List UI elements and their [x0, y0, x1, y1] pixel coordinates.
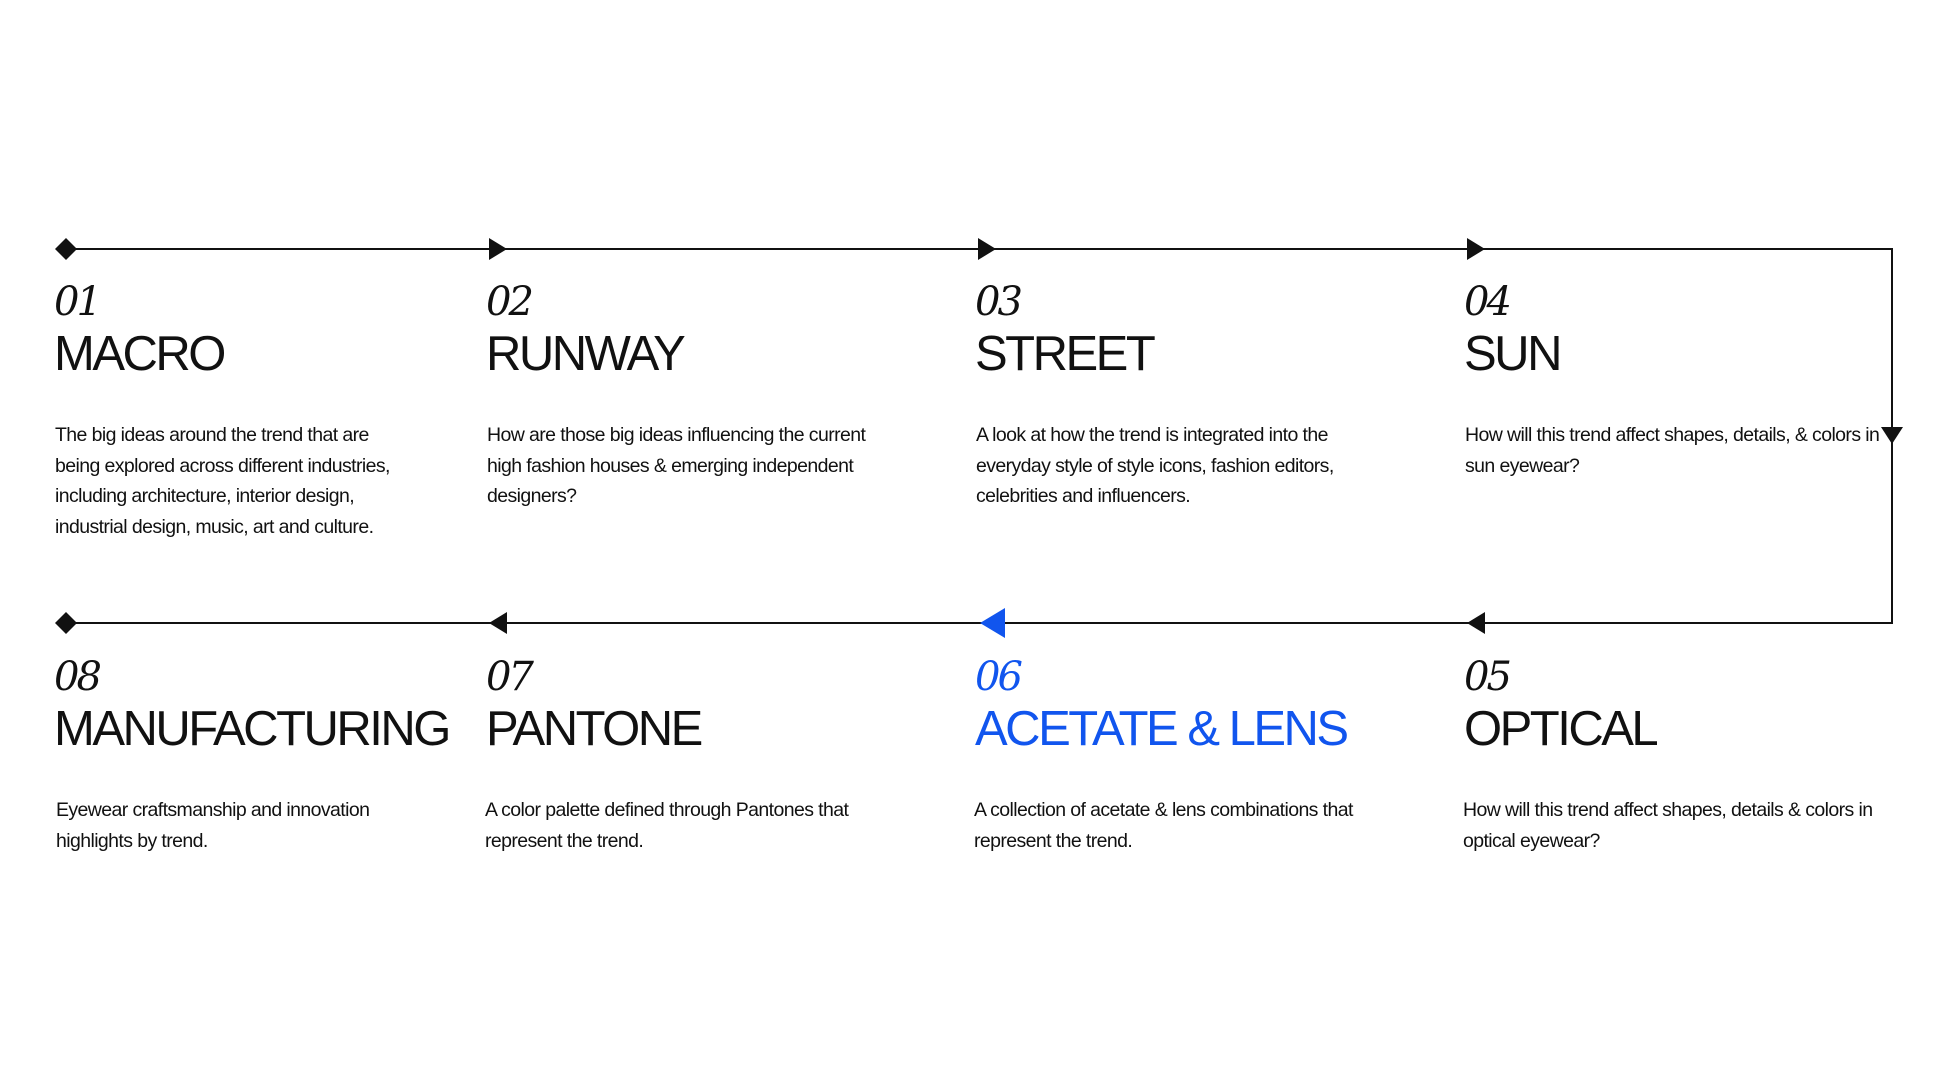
step-description: The big ideas around the trend that are …	[55, 424, 390, 538]
arrow-down-icon	[1881, 427, 1903, 444]
start-diamond-icon	[55, 238, 77, 260]
step-number: 02	[486, 279, 534, 325]
step-description: How will this trend affect shapes, detai…	[1463, 799, 1873, 852]
step-number: 07	[486, 654, 534, 700]
step-number: 08	[54, 654, 102, 700]
step-number: 06	[975, 654, 1023, 700]
arrow-right-icon	[978, 238, 996, 260]
step-pantone: 07 PANTONE A color palette defined throu…	[485, 654, 906, 852]
end-diamond-icon	[55, 612, 77, 634]
arrow-right-icon	[489, 238, 507, 260]
arrow-left-icon	[489, 612, 507, 634]
step-sun: 04 SUN How will this trend affect shapes…	[1464, 279, 1884, 477]
step-manufacturing: 08 MANUFACTURING Eyewear craftsmanship a…	[54, 654, 474, 852]
step-title: SUN	[1464, 327, 1562, 381]
step-description: A collection of acetate & lens combinati…	[974, 799, 1353, 852]
step-number: 05	[1464, 654, 1512, 700]
step-acetate-lens: 06 ACETATE & LENS A collection of acetat…	[974, 654, 1395, 852]
step-title: RUNWAY	[486, 327, 686, 381]
step-description: A color palette defined through Pantones…	[485, 799, 849, 852]
step-street: 03 STREET A look at how the trend is int…	[975, 279, 1395, 507]
arrow-left-active-icon	[980, 608, 1005, 638]
step-title: MACRO	[54, 327, 226, 381]
arrow-left-icon	[1467, 612, 1485, 634]
step-description: Eyewear craftsmanship and innovation hig…	[56, 799, 370, 852]
step-description: A look at how the trend is integrated in…	[976, 424, 1334, 507]
step-number: 04	[1464, 279, 1512, 325]
step-number: 03	[975, 279, 1023, 325]
step-title: MANUFACTURING	[54, 702, 451, 756]
step-title: STREET	[975, 327, 1156, 381]
arrow-right-icon	[1467, 238, 1485, 260]
step-runway: 02 RUNWAY How are those big ideas influe…	[486, 279, 906, 507]
step-number: 01	[54, 279, 102, 325]
step-title: PANTONE	[486, 702, 703, 756]
step-optical: 05 OPTICAL How will this trend affect sh…	[1463, 654, 1884, 852]
step-title: OPTICAL	[1464, 702, 1659, 756]
step-title: ACETATE & LENS	[975, 702, 1349, 756]
step-description: How will this trend affect shapes, detai…	[1465, 424, 1880, 477]
step-macro: 01 MACRO The big ideas around the trend …	[54, 279, 474, 538]
step-description: How are those big ideas influencing the …	[487, 424, 866, 507]
